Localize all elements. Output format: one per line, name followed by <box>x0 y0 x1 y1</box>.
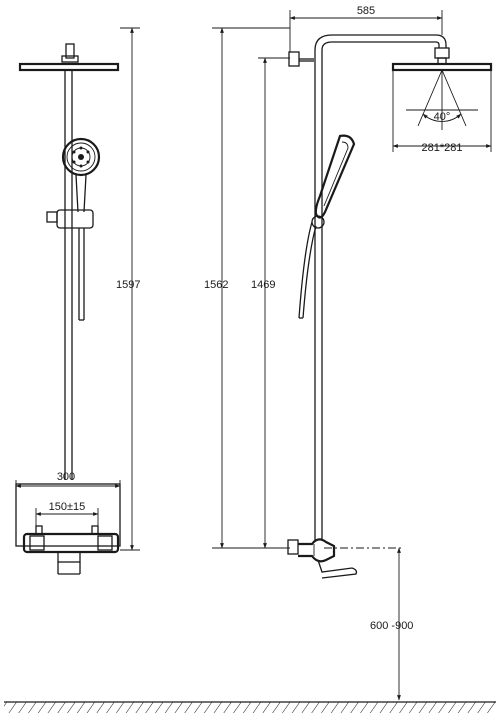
dim-arm-projection: 585 <box>289 5 443 52</box>
side-view: 40° 281*281 585 <box>204 5 493 701</box>
dim-mixer-width: 300 <box>15 471 121 510</box>
front-rain-head <box>18 43 120 72</box>
front-hose <box>78 228 85 321</box>
side-wall-bracket <box>288 51 314 67</box>
front-view: 300 150±15 1597 <box>15 27 140 575</box>
spray-angle-label: 40° <box>434 111 451 123</box>
side-mixer <box>287 538 358 579</box>
side-riser-pipe <box>314 50 323 540</box>
side-spray-angle: 40° <box>406 69 478 130</box>
dim-inlet-centers: 150±15 <box>35 501 99 534</box>
side-top-arm <box>314 34 450 65</box>
front-slider-holder <box>46 209 94 229</box>
total-height-label: 1597 <box>116 279 140 291</box>
head-size-label: 281*281 <box>422 142 463 154</box>
side-hose <box>298 221 317 319</box>
dim-head-size: 281*281 <box>392 70 492 154</box>
side-rain-head <box>391 62 493 72</box>
dim-total-height: 1597 <box>116 27 140 551</box>
floor <box>4 701 496 713</box>
front-hand-shower <box>61 137 101 213</box>
dim-height-to-arm: 1562 <box>204 27 290 549</box>
inlet-centers-label: 150±15 <box>49 501 86 513</box>
height-to-arm-label: 1562 <box>204 279 228 291</box>
front-mixer <box>15 483 121 575</box>
dim-mount-height: 600 -900 <box>370 547 413 701</box>
mixer-width-label: 300 <box>57 471 75 483</box>
height-to-slide-bar-label: 1469 <box>251 279 275 291</box>
mount-height-label: 600 -900 <box>370 620 413 632</box>
dim-height-to-slide-bar: 1469 <box>251 57 290 549</box>
side-hand-shower <box>311 134 356 229</box>
arm-projection-label: 585 <box>357 5 375 17</box>
front-riser-pipe <box>64 70 73 480</box>
